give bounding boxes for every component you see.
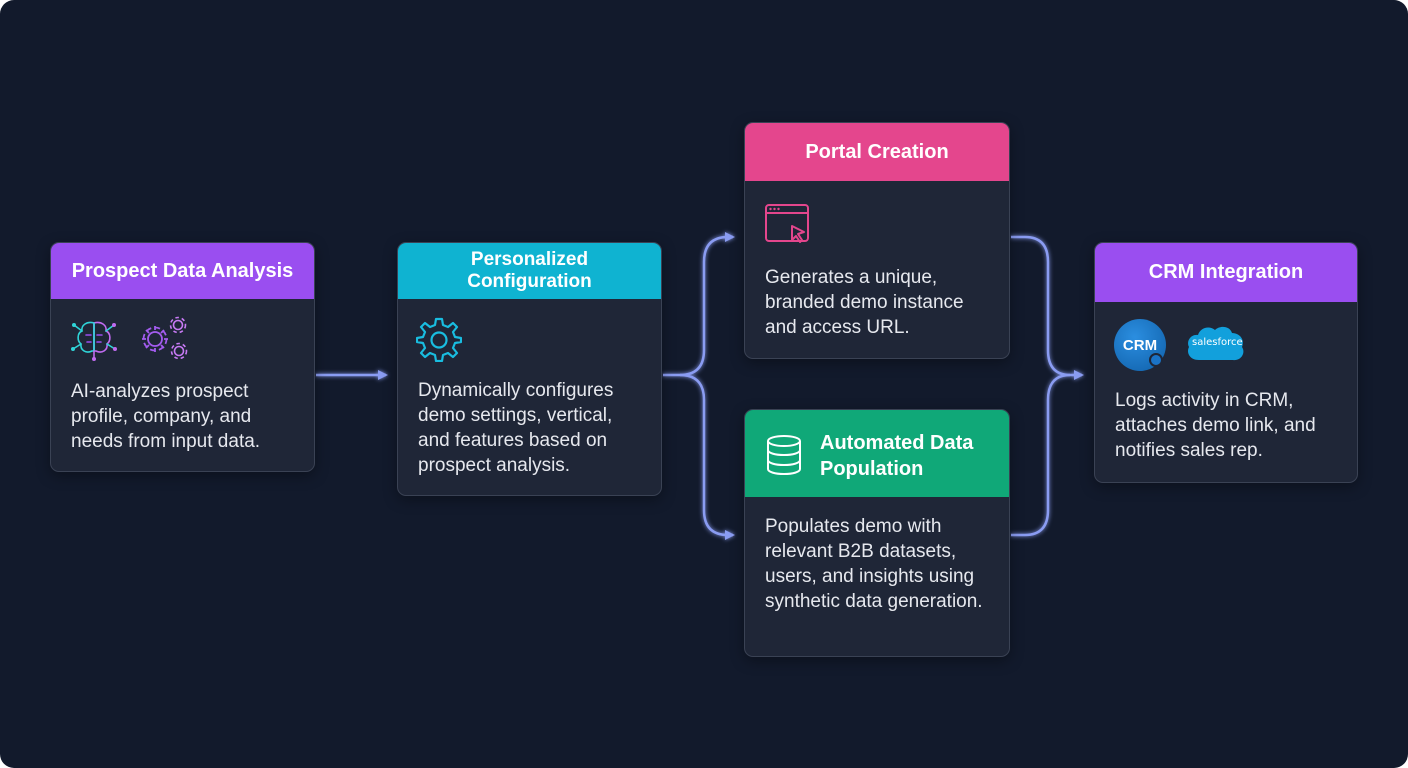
card-description: AI-analyzes prospect profile, company, a… [71, 381, 261, 452]
card-header [745, 410, 1009, 497]
card-title: Portal Creation [745, 123, 1009, 181]
arrow-population-to-crm [1011, 373, 1071, 537]
card-title: Personalized Configuration [398, 243, 661, 299]
arrow-config-to-portal [663, 232, 735, 377]
card-portal-creation: Portal Creation Generates a unique, bran… [744, 122, 1010, 359]
crm-logo-label: CRM [1122, 336, 1158, 354]
salesforce-cloud-icon [1185, 322, 1247, 371]
card-description: Logs activity in CRM, attaches demo link… [1115, 390, 1316, 461]
card-description: Dynamically configures demo settings, ve… [418, 380, 614, 476]
salesforce-label: salesforce [1192, 337, 1243, 348]
brain-circuit-icon [69, 313, 119, 368]
card-personalized-configuration: Personalized Configuration Dynamically c… [397, 242, 662, 496]
card-automated-data-population: Automated Data Population Populates demo… [744, 409, 1010, 657]
card-title: CRM Integration [1095, 243, 1357, 302]
database-icon [764, 434, 804, 481]
crm-status-dot [1149, 353, 1163, 367]
gear-icon [415, 316, 463, 367]
gears-icon [135, 313, 191, 368]
card-prospect-data-analysis: Prospect Data Analysis [50, 242, 315, 472]
card-crm-integration: CRM Integration CRM salesforce Logs acti… [1094, 242, 1358, 483]
card-description: Populates demo with relevant B2B dataset… [765, 516, 983, 612]
browser-cursor-icon [764, 202, 812, 251]
arrow-portal-to-crm [1011, 235, 1084, 380]
arrow-config-to-population [679, 373, 735, 540]
card-title: Prospect Data Analysis [51, 243, 314, 299]
card-title: Automated Data Population [820, 432, 974, 480]
card-description: Generates a unique, branded demo instanc… [765, 267, 964, 338]
